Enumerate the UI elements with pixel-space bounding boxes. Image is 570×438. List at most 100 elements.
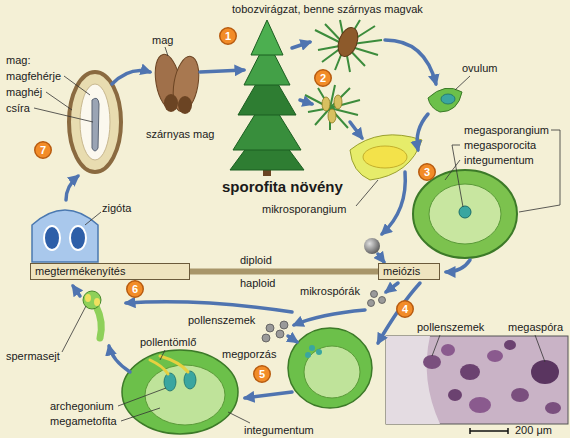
part-label: archegonium bbox=[50, 400, 114, 412]
callout-number-text: 5 bbox=[259, 369, 265, 380]
cycle-arrow bbox=[73, 286, 80, 296]
pollen-grain bbox=[276, 330, 284, 338]
cycle-arrow bbox=[378, 283, 420, 343]
callout-number: 4 bbox=[396, 300, 414, 318]
ovule-integument bbox=[122, 350, 238, 434]
cycle-arrow bbox=[126, 302, 292, 312]
microspore bbox=[371, 291, 378, 298]
part-label: megaspóra bbox=[508, 321, 563, 333]
archegonium bbox=[184, 371, 196, 389]
microsporangium-scale bbox=[350, 135, 422, 180]
microsporangium bbox=[363, 146, 407, 168]
pollen-grain bbox=[309, 345, 315, 351]
part-label: integumentum bbox=[244, 424, 314, 436]
list-heading: mag: bbox=[6, 54, 30, 66]
callout-number: 1 bbox=[219, 27, 237, 45]
leader-line bbox=[64, 76, 90, 95]
leader-line bbox=[121, 408, 160, 421]
sperm-cell bbox=[85, 294, 91, 302]
part-label: integumentum bbox=[464, 154, 534, 166]
leader-line bbox=[356, 180, 378, 206]
part-label: mikrospórák bbox=[300, 285, 360, 297]
seed-cone bbox=[334, 25, 361, 59]
cycle-arrow bbox=[386, 283, 398, 292]
cycle-arrow bbox=[245, 392, 292, 398]
pollen-grain bbox=[262, 334, 270, 342]
leader-line bbox=[62, 306, 86, 352]
cycle-arrow bbox=[382, 172, 405, 234]
megasporangium bbox=[429, 184, 501, 244]
cycle-arrow bbox=[288, 336, 297, 342]
leader-line bbox=[535, 335, 545, 362]
part-label: magfehérje bbox=[6, 70, 61, 82]
ploidy-bar bbox=[190, 269, 378, 275]
cycle-arrow bbox=[300, 100, 312, 104]
callout-number-text: 7 bbox=[40, 145, 46, 156]
pollen-tube bbox=[150, 356, 188, 374]
leader-line bbox=[160, 350, 165, 360]
cycle-arrow bbox=[378, 254, 384, 262]
part-label: csíra bbox=[6, 102, 30, 114]
pine-needles bbox=[315, 20, 382, 72]
part-label: megasporangium bbox=[464, 124, 549, 136]
leader-line bbox=[445, 160, 460, 180]
cycle-arrow bbox=[292, 42, 310, 48]
part-label: megasporocita bbox=[464, 139, 536, 151]
callout-circle bbox=[315, 70, 332, 87]
ovule-integument bbox=[288, 328, 372, 408]
ploidy-label: haploid bbox=[240, 277, 275, 289]
leader-line bbox=[455, 76, 470, 90]
ovule-scale bbox=[428, 88, 462, 112]
callout-number: 3 bbox=[418, 163, 436, 181]
zygote-cell bbox=[44, 226, 60, 250]
micrograph-tissue bbox=[386, 336, 440, 424]
micrograph-cell bbox=[423, 355, 441, 369]
phase-text: meiózis bbox=[383, 265, 420, 277]
ovule bbox=[441, 94, 455, 104]
sperm-cell bbox=[94, 298, 100, 306]
cycle-arrow bbox=[417, 114, 428, 150]
part-label: maghéj bbox=[6, 86, 42, 98]
pollen-grain bbox=[280, 321, 288, 329]
callout-circle bbox=[254, 366, 271, 383]
phase-text: megtermékenyítés bbox=[35, 265, 125, 277]
seed-body bbox=[178, 96, 192, 114]
leader-line bbox=[85, 212, 101, 225]
leader-line bbox=[452, 145, 463, 207]
callout-circle bbox=[127, 281, 144, 298]
micrograph-cell bbox=[504, 340, 516, 350]
ploidy-label: diploid bbox=[240, 254, 272, 266]
part-label: tobozvirágzat, benne szárnyas magvak bbox=[232, 3, 423, 15]
endosperm bbox=[80, 84, 110, 160]
leader-line bbox=[34, 108, 93, 122]
microspore bbox=[368, 300, 375, 307]
part-label: zigóta bbox=[102, 202, 131, 214]
pollen-sac bbox=[364, 238, 380, 254]
tree-layer bbox=[251, 20, 283, 55]
callout-circle bbox=[419, 164, 436, 181]
micrograph-cell bbox=[469, 397, 491, 413]
megagametophyte bbox=[145, 365, 225, 425]
phase-box: megtermékenyítés bbox=[30, 263, 190, 280]
callout-number: 6 bbox=[126, 280, 144, 298]
megasporocyte bbox=[459, 206, 471, 218]
micrograph-cell bbox=[511, 388, 529, 402]
megasporangium-integument bbox=[413, 170, 517, 258]
leader-line bbox=[432, 335, 440, 356]
embryo bbox=[92, 98, 99, 151]
callout-number-text: 3 bbox=[424, 167, 430, 178]
pollen-cone bbox=[328, 109, 336, 123]
leader-line bbox=[228, 412, 250, 423]
callout-number: 7 bbox=[34, 141, 52, 159]
zygote-tissue bbox=[32, 210, 98, 262]
seed-body bbox=[164, 94, 178, 112]
pollen-cone bbox=[322, 97, 330, 111]
leader-line bbox=[46, 92, 72, 110]
micrograph-cell bbox=[460, 364, 480, 380]
callout-number-text: 4 bbox=[402, 304, 408, 315]
part-label: mag bbox=[152, 34, 173, 46]
callout-number-text: 1 bbox=[225, 31, 231, 42]
part-label: spermasejt bbox=[6, 350, 60, 362]
